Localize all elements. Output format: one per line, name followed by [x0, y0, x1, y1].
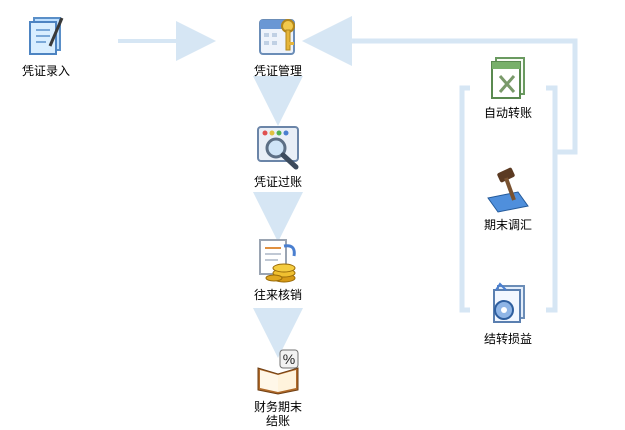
label-period-adjust: 期末调汇 [483, 218, 532, 232]
node-period-close[interactable]: % 财务期末 结账 [238, 348, 318, 428]
label-voucher-manage: 凭证管理 [253, 64, 302, 78]
arrow-group-to-manage [302, 16, 578, 155]
label-period-close: 财务期末 结账 [238, 400, 318, 428]
book-percent-icon: % [257, 349, 299, 395]
pen-paper-icon [29, 17, 64, 55]
bracket-left [459, 85, 470, 313]
node-pl-transfer[interactable]: 结转损益 [468, 280, 548, 346]
label-auto-transfer: 自动转账 [483, 106, 532, 120]
magnifier-window-icon [257, 126, 299, 170]
label-pl-transfer: 结转损益 [483, 332, 532, 346]
label-period-close-line2: 结账 [265, 414, 290, 428]
spreadsheet-icon [491, 57, 525, 99]
bracket-right [546, 85, 558, 313]
node-auto-transfer[interactable]: 自动转账 [468, 54, 548, 120]
key-calendar-icon [259, 19, 295, 55]
node-voucher-post[interactable]: 凭证过账 [238, 123, 318, 189]
node-voucher-entry[interactable]: 凭证录入 [6, 12, 86, 78]
gavel-icon [487, 167, 529, 213]
label-ar-ap-writeoff: 往来核销 [253, 288, 302, 302]
gear-document-icon [493, 282, 525, 323]
node-voucher-manage[interactable]: 凭证管理 [238, 12, 318, 78]
node-ar-ap-writeoff[interactable]: 往来核销 [238, 236, 318, 302]
svg-text:%: % [283, 351, 295, 367]
node-period-adjust[interactable]: 期末调汇 [468, 166, 548, 232]
label-voucher-entry: 凭证录入 [21, 64, 70, 78]
coins-document-icon [259, 239, 296, 283]
label-period-close-line1: 财务期末 [253, 400, 302, 414]
label-voucher-post: 凭证过账 [253, 175, 302, 189]
